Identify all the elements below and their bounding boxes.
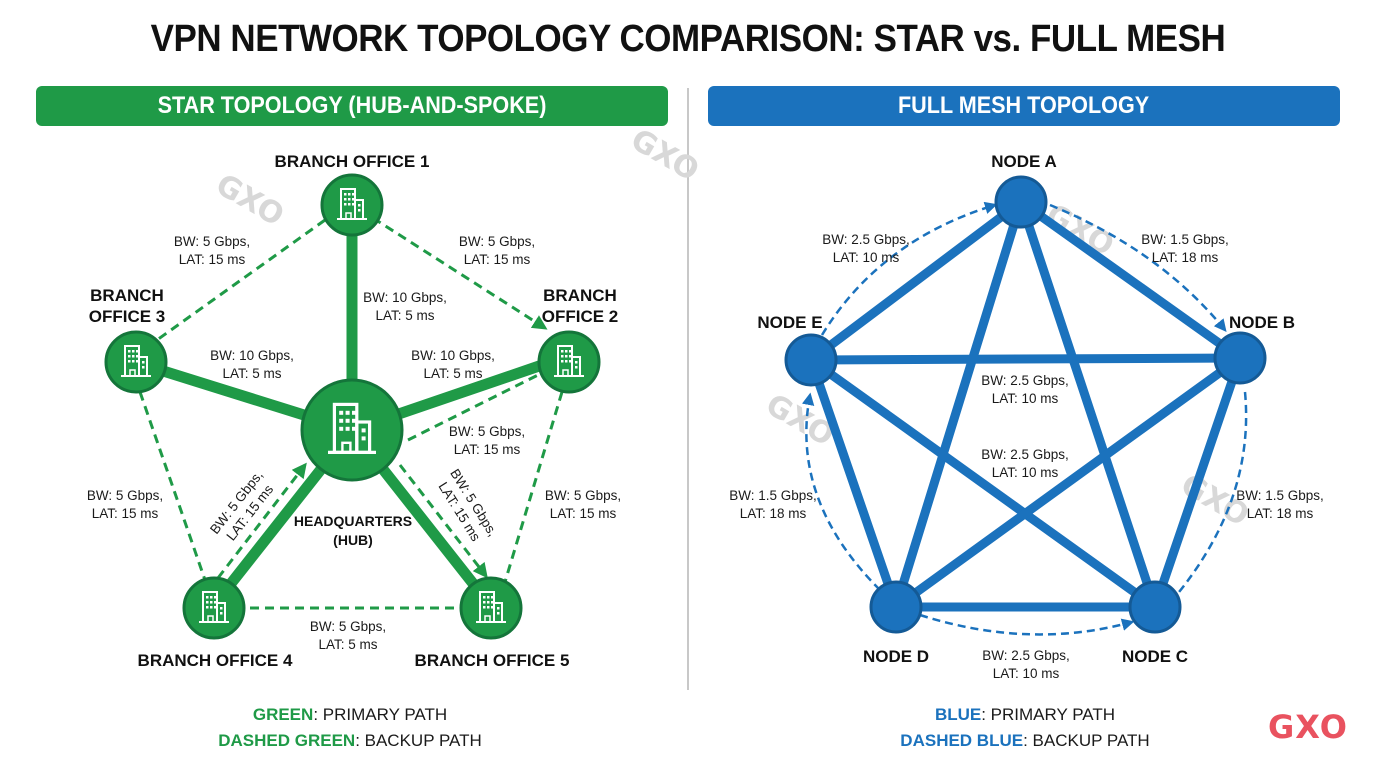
legend-backup-key: DASHED BLUE bbox=[900, 731, 1024, 750]
mesh-node-d[interactable] bbox=[869, 580, 923, 634]
svg-text:BW: 5 Gbps,: BW: 5 Gbps, bbox=[310, 619, 386, 634]
hub-label-2: (HUB) bbox=[333, 532, 373, 548]
star-hub[interactable] bbox=[300, 378, 404, 482]
legend-backup-key: DASHED GREEN bbox=[218, 731, 356, 750]
b5-label: BRANCH OFFICE 5 bbox=[415, 651, 570, 670]
svg-text:LAT: 18 ms: LAT: 18 ms bbox=[740, 506, 807, 521]
svg-text:LAT: 10 ms: LAT: 10 ms bbox=[992, 465, 1059, 480]
b2-label-1: BRANCH bbox=[543, 286, 617, 305]
legend-primary-text: : PRIMARY PATH bbox=[981, 705, 1116, 724]
svg-text:LAT: 10 ms: LAT: 10 ms bbox=[833, 250, 900, 265]
svg-text:BW: 1.5 Gbps,: BW: 1.5 Gbps, bbox=[1236, 488, 1324, 503]
mesh-node-b[interactable] bbox=[1213, 331, 1267, 385]
mesh-link-labels: BW: 2.5 Gbps, LAT: 10 ms BW: 1.5 Gbps, L… bbox=[729, 232, 1324, 681]
b2-label-2: OFFICE 2 bbox=[542, 307, 619, 326]
svg-text:LAT: 15 ms: LAT: 15 ms bbox=[464, 252, 531, 267]
svg-text:LAT: 15 ms: LAT: 15 ms bbox=[454, 442, 521, 457]
svg-text:BW: 5 Gbps,: BW: 5 Gbps, bbox=[459, 234, 535, 249]
svg-text:LAT: 5 ms: LAT: 5 ms bbox=[222, 366, 281, 381]
star-node-b1[interactable] bbox=[320, 173, 384, 237]
mesh-header-label: FULL MESH TOPOLOGY bbox=[898, 92, 1150, 119]
svg-text:LAT: 15 ms: LAT: 15 ms bbox=[179, 252, 246, 267]
page-title: VPN NETWORK TOPOLOGY COMPARISON: STAR vs… bbox=[150, 18, 1226, 60]
legend-primary-key: BLUE bbox=[934, 705, 982, 724]
b4-label: BRANCH OFFICE 4 bbox=[138, 651, 293, 670]
panel-divider bbox=[687, 88, 689, 690]
mesh-node-a[interactable] bbox=[994, 175, 1048, 229]
star-topology-header: STAR TOPOLOGY (HUB-AND-SPOKE) bbox=[36, 86, 668, 126]
node-e-label: NODE E bbox=[757, 313, 822, 332]
svg-text:BW: 2.5 Gbps,: BW: 2.5 Gbps, bbox=[822, 232, 910, 247]
b3-label-1: BRANCH bbox=[90, 286, 164, 305]
node-c-label: NODE C bbox=[1122, 647, 1188, 666]
svg-text:LAT: 15 ms: LAT: 15 ms bbox=[550, 506, 617, 521]
svg-text:LAT: 18 ms: LAT: 18 ms bbox=[1247, 506, 1314, 521]
star-node-b3[interactable] bbox=[104, 330, 168, 394]
mesh-node-c[interactable] bbox=[1128, 580, 1182, 634]
b1-label: BRANCH OFFICE 1 bbox=[275, 152, 430, 171]
svg-text:BW: 10 Gbps,: BW: 10 Gbps, bbox=[210, 348, 294, 363]
svg-text:GXO: GXO bbox=[210, 167, 290, 233]
svg-text:BW: 2.5 Gbps,: BW: 2.5 Gbps, bbox=[981, 373, 1069, 388]
legend-backup-text: : BACKUP PATH bbox=[355, 731, 482, 750]
legend-primary-key: GREEN bbox=[252, 705, 314, 724]
svg-text:BW: 5 Gbps,: BW: 5 Gbps, bbox=[87, 488, 163, 503]
star-node-b5[interactable] bbox=[459, 576, 523, 640]
node-b-label: NODE B bbox=[1229, 313, 1295, 332]
svg-text:GXO: GXO bbox=[1040, 197, 1120, 263]
svg-text:BW: 2.5 Gbps,: BW: 2.5 Gbps, bbox=[982, 648, 1070, 663]
svg-text:LAT: 5 ms: LAT: 5 ms bbox=[423, 366, 482, 381]
mesh-legend: BLUE: PRIMARY PATH DASHED BLUE: BACKUP P… bbox=[830, 702, 1220, 754]
mesh-primary-links bbox=[806, 197, 1245, 612]
node-d-label: NODE D bbox=[863, 647, 929, 666]
svg-text:LAT: 10 ms: LAT: 10 ms bbox=[993, 666, 1060, 681]
brand-logo: GXO bbox=[1268, 708, 1348, 746]
svg-text:BW: 5 Gbps,: BW: 5 Gbps, bbox=[545, 488, 621, 503]
svg-text:LAT: 18 ms: LAT: 18 ms bbox=[1152, 250, 1219, 265]
node-a-label: NODE A bbox=[991, 152, 1057, 171]
legend-primary-text: : PRIMARY PATH bbox=[313, 705, 448, 724]
svg-text:BW: 2.5 Gbps,: BW: 2.5 Gbps, bbox=[981, 447, 1069, 462]
mesh-node-e[interactable] bbox=[784, 333, 838, 387]
svg-text:LAT: 5 ms: LAT: 5 ms bbox=[318, 637, 377, 652]
svg-text:BW: 5 Gbps,: BW: 5 Gbps, bbox=[449, 424, 525, 439]
svg-text:BW: 10 Gbps,: BW: 10 Gbps, bbox=[363, 290, 447, 305]
mesh-topology-header: FULL MESH TOPOLOGY bbox=[708, 86, 1340, 126]
hub-label-1: HEADQUARTERS bbox=[294, 513, 412, 529]
b3-label-2: OFFICE 3 bbox=[89, 307, 166, 326]
svg-text:BW: 1.5 Gbps,: BW: 1.5 Gbps, bbox=[729, 488, 817, 503]
svg-text:LAT: 5 ms: LAT: 5 ms bbox=[375, 308, 434, 323]
svg-text:LAT: 10 ms: LAT: 10 ms bbox=[992, 391, 1059, 406]
star-node-b4[interactable] bbox=[182, 576, 246, 640]
svg-text:BW: 10 Gbps,: BW: 10 Gbps, bbox=[411, 348, 495, 363]
svg-text:BW: 5 Gbps,: BW: 5 Gbps, bbox=[174, 234, 250, 249]
star-node-b2[interactable] bbox=[537, 330, 601, 394]
legend-backup-text: : BACKUP PATH bbox=[1023, 731, 1150, 750]
star-legend: GREEN: PRIMARY PATH DASHED GREEN: BACKUP… bbox=[160, 702, 540, 754]
svg-text:GXO: GXO bbox=[625, 122, 705, 188]
star-header-label: STAR TOPOLOGY (HUB-AND-SPOKE) bbox=[157, 92, 547, 119]
svg-text:LAT: 15 ms: LAT: 15 ms bbox=[92, 506, 159, 521]
star-backup-links bbox=[138, 216, 564, 610]
svg-text:BW: 1.5 Gbps,: BW: 1.5 Gbps, bbox=[1141, 232, 1229, 247]
mesh-backup-links bbox=[801, 201, 1248, 636]
